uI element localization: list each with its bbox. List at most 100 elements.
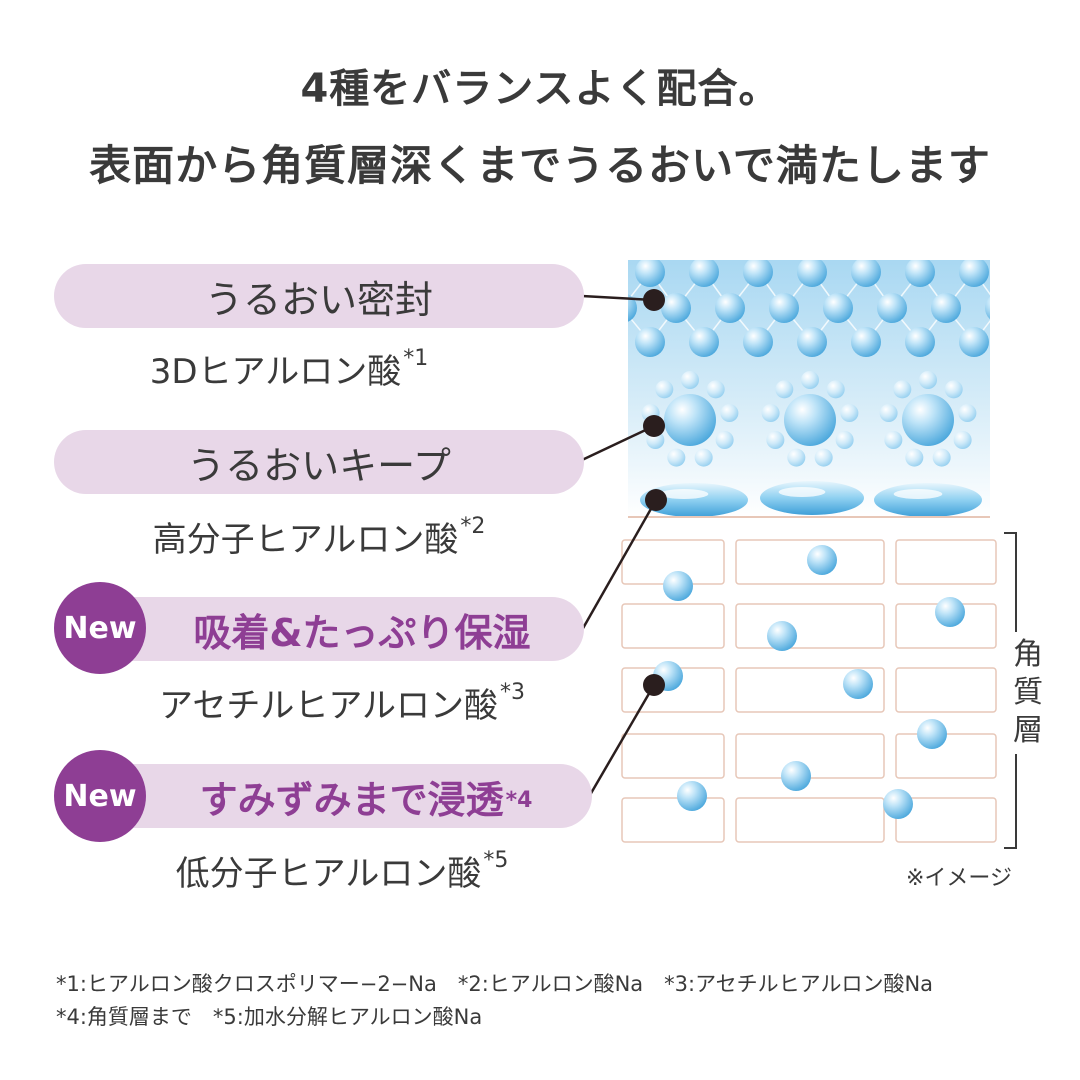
cluster-satellite xyxy=(958,404,977,423)
footnote-line-2: *4:角質層まで *5:加水分解ヒアルロン酸Na xyxy=(56,1005,483,1029)
hyaluronic-bead xyxy=(769,293,799,323)
stratum-corneum-label-text: 角質層 xyxy=(1013,637,1043,748)
image-note: ※イメージ xyxy=(906,866,1012,891)
callout-line-4 xyxy=(588,684,656,796)
hyaluronic-bead xyxy=(823,293,853,323)
ingredient-item-4-note: *5 xyxy=(483,848,509,873)
cluster-satellite xyxy=(944,380,963,399)
cluster-satellite xyxy=(681,371,699,389)
corneocyte-cell xyxy=(895,539,997,585)
pill-item-2: うるおいキープ xyxy=(54,430,584,494)
ingredient-item-1-name: 3Dヒアルロン酸 xyxy=(149,352,402,392)
cluster-satellite xyxy=(655,380,674,399)
ingredient-item-2-name: 高分子ヒアルロン酸 xyxy=(152,520,459,560)
cluster-satellite xyxy=(694,448,713,467)
cluster-core xyxy=(664,394,716,446)
hyaluronic-bead xyxy=(628,294,637,322)
new-badge-item-4: New xyxy=(54,750,146,842)
hyaluronic-bead xyxy=(797,260,827,287)
hyaluronic-bead xyxy=(797,327,827,357)
low-molecular-drop xyxy=(663,571,693,601)
cluster-satellite xyxy=(766,431,785,449)
cluster-satellite xyxy=(953,431,972,449)
hyaluronic-bead xyxy=(635,327,665,357)
callout-dot-4 xyxy=(643,674,665,696)
cluster-satellite xyxy=(814,448,833,467)
hyaluronic-bead xyxy=(743,327,773,357)
hyaluronic-bead xyxy=(931,293,961,323)
callout-dot-3 xyxy=(645,489,667,511)
ingredient-item-3-name: アセチルヒアルロン酸 xyxy=(159,686,498,726)
cluster-satellite xyxy=(905,448,924,467)
hyaluronic-bead xyxy=(985,296,990,320)
surface-area xyxy=(628,260,990,518)
callout-dot-2 xyxy=(643,415,665,437)
corneocyte-cell xyxy=(735,603,885,649)
stratum-corneum-label-char: 質 xyxy=(1013,675,1043,710)
low-molecular-drop xyxy=(767,621,797,651)
low-molecular-drop xyxy=(807,545,837,575)
3d-hyaluronic-beads xyxy=(628,260,990,357)
acetyl-hyaluronic-domes xyxy=(640,481,982,517)
stratum-corneum-label-char: 層 xyxy=(1013,713,1043,748)
pill-item-4: すみずみまで浸透*4 xyxy=(100,764,592,828)
acetyl-dome-highlight xyxy=(659,489,709,499)
cluster-satellite xyxy=(715,431,734,449)
corneocyte-cell xyxy=(895,733,997,779)
pill-item-3-label: 吸着&たっぷり保湿 xyxy=(193,610,531,655)
footnotes: *1:ヒアルロン酸クロスポリマー−2−Na *2:ヒアルロン酸Na *3:アセチ… xyxy=(56,968,1046,1034)
cluster-satellite xyxy=(761,404,780,423)
pill-item-4-note: *4 xyxy=(505,787,533,813)
hyaluronic-bead xyxy=(743,260,773,287)
cluster-core xyxy=(784,394,836,446)
callout-line-2 xyxy=(581,424,655,462)
cluster-core xyxy=(902,394,954,446)
corneocyte-cell xyxy=(735,797,885,843)
hyaluronic-bead xyxy=(689,327,719,357)
low-molecular-drop xyxy=(677,781,707,811)
hyaluronic-bead xyxy=(905,327,935,357)
callout-line-3 xyxy=(580,499,658,631)
acetyl-dome xyxy=(760,481,864,515)
hyaluronic-bead xyxy=(877,293,907,323)
low-molecular-drops xyxy=(653,545,965,819)
hyaluronic-bead xyxy=(851,327,881,357)
cluster-satellite xyxy=(787,448,806,467)
hyaluronic-bead xyxy=(959,327,989,357)
cluster-satellite xyxy=(720,404,739,423)
corneocyte-cell xyxy=(895,667,997,713)
cluster-satellite xyxy=(893,380,912,399)
low-molecular-drop xyxy=(935,597,965,627)
hyaluronic-bead xyxy=(635,260,665,287)
hyaluronic-bead xyxy=(851,260,881,287)
ingredient-item-2: 高分子ヒアルロン酸*2 xyxy=(54,512,584,561)
cluster-satellite xyxy=(826,380,845,399)
ingredient-item-1-note: *1 xyxy=(403,346,429,371)
cluster-satellite xyxy=(840,404,859,423)
footnote-line-1: *1:ヒアルロン酸クロスポリマー−2−Na *2:ヒアルロン酸Na *3:アセチ… xyxy=(56,972,934,996)
ingredient-item-3: アセチルヒアルロン酸*3 xyxy=(100,678,584,727)
pill-item-2-label: うるおいキープ xyxy=(187,443,451,488)
stratum-corneum-label-char: 角 xyxy=(1013,637,1043,672)
acetyl-dome-highlight xyxy=(893,489,943,499)
callout-lines xyxy=(580,294,658,796)
callout-dots xyxy=(643,289,667,696)
cluster-satellite xyxy=(775,380,794,399)
cluster-satellite xyxy=(835,431,854,449)
new-badge-item-3: New xyxy=(54,582,146,674)
hyaluronic-bead xyxy=(959,260,989,287)
cluster-satellite xyxy=(667,448,686,467)
ingredient-item-1: 3Dヒアルロン酸*1 xyxy=(54,344,524,393)
hyaluronic-bead xyxy=(905,260,935,287)
pill-item-3: 吸着&たっぷり保湿 xyxy=(100,597,584,661)
ingredient-item-4-name: 低分子ヒアルロン酸 xyxy=(175,854,482,894)
hyaluronic-bead xyxy=(689,260,719,287)
low-molecular-drop xyxy=(843,669,873,699)
cluster-satellite xyxy=(801,371,819,389)
acetyl-dome-highlight xyxy=(778,487,826,497)
corneocyte-cell xyxy=(895,797,997,843)
corneocyte-cell xyxy=(621,603,725,649)
corneocyte-cell xyxy=(735,667,885,713)
ingredient-item-3-note: *3 xyxy=(499,680,525,705)
pill-item-1-label: うるおい密封 xyxy=(204,277,433,322)
